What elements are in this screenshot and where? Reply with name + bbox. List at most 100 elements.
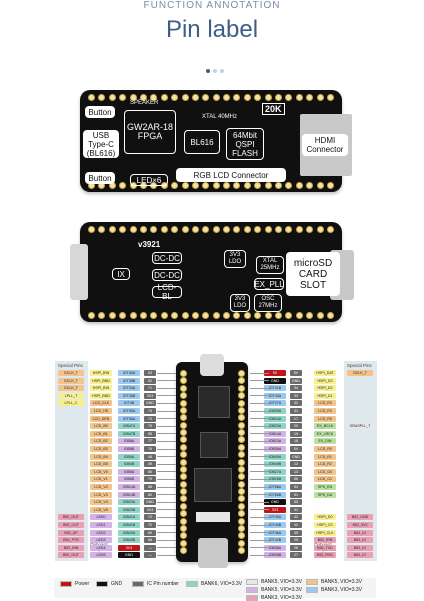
pin-number-label: 25 [290, 537, 302, 544]
legend-swatch [306, 587, 318, 593]
module-pin [238, 473, 245, 481]
pin-name-label: IOT35A [118, 408, 140, 414]
pin-number-label: 27 [290, 552, 302, 559]
header-pin [295, 94, 303, 101]
module-pin [180, 458, 187, 466]
module-pin [238, 539, 245, 547]
pin-name-label: IOB14A [264, 430, 286, 437]
pin-function-label: LCD_B3 [90, 446, 112, 452]
module-pin [180, 436, 187, 444]
pin-leader-line [250, 395, 269, 397]
header-pin [181, 226, 189, 233]
header-pin [243, 182, 251, 189]
legend-label: BANK6, VIO=3.3V [201, 581, 242, 587]
header-pin [306, 312, 314, 319]
pin-number-label: 17 [290, 415, 302, 422]
special-pin-label: B52_IO [347, 537, 373, 544]
button-bottom-label: Button [85, 172, 115, 184]
pin-function-label: LCD_HS [90, 408, 112, 414]
carousel-dot-1[interactable] [206, 69, 210, 73]
header-pin [150, 312, 158, 319]
pin-number-label: 48 [144, 453, 156, 460]
pin-function-label: HSPI_D3 [314, 377, 336, 384]
header-pin [233, 226, 241, 233]
module-pin [238, 510, 245, 518]
pin-leader-line [157, 516, 176, 518]
header-pin [223, 312, 231, 319]
header-pin [139, 312, 147, 319]
legend-item: BANK3, VIO=3.3V [246, 595, 302, 601]
pin-name-label: IOT34A [118, 385, 140, 392]
pin-function-label: LCD_R2 [314, 461, 336, 468]
pin-function-label: B52_TXD [314, 544, 336, 551]
pin-name-label: IOB28A [264, 408, 286, 414]
module-pin [180, 547, 187, 554]
legend-label: GND [111, 581, 123, 587]
header-pin [254, 226, 262, 233]
pin-function-label: SPK_DA [314, 491, 336, 498]
pin-number-label: 35 [290, 529, 302, 536]
module-pin [238, 399, 245, 407]
legend-item: GND [96, 581, 122, 587]
header-pin [233, 94, 241, 101]
pin-leader-line [157, 509, 176, 511]
pin-leader-line [250, 410, 269, 412]
pin-leader-line [157, 554, 176, 556]
carousel-dot-3[interactable] [220, 69, 224, 73]
pin-name-label: IOB4B [118, 461, 140, 468]
pin-number-label: 5V [290, 446, 302, 452]
header-pin [326, 182, 334, 189]
pin-number-label: 31 [290, 408, 302, 414]
module-pin [238, 451, 245, 459]
pin-name-label: IOB43A [118, 529, 140, 536]
pin-number-label: 41 [290, 506, 302, 513]
module-pin [238, 421, 245, 429]
pin-function-label: LCD_R4 [314, 408, 336, 414]
header-pin [275, 226, 283, 233]
pin-function-label: LED5 [90, 552, 112, 559]
header-pin [316, 182, 324, 189]
hdmi-connector-label: HDMI Connector [302, 134, 348, 156]
pin-function-label: HSPI_BND [90, 392, 112, 399]
pin-number-label: 86 [144, 468, 156, 475]
special-pin-label: GRASPLL_T [347, 423, 373, 430]
ldo-label-1: 3V3 LDO [224, 250, 246, 268]
legend-swatch [246, 587, 258, 593]
module-pins-left [180, 370, 187, 554]
pin-function-label: HSPI_BND [90, 377, 112, 384]
xtal-label: XTAL 40MHz [202, 114, 238, 120]
pin-number-label: 32 [290, 400, 302, 407]
legend-label: BANK5, VIO=3.3V [321, 579, 362, 585]
usb-typec-port [200, 354, 224, 376]
pin-number-label: 49 [144, 461, 156, 468]
pin-name-label: IOB14B [118, 491, 140, 498]
header-pin [129, 312, 137, 319]
pin-leader-line [157, 494, 176, 496]
pin-number-label: 40 [290, 522, 302, 528]
pin-function-label: LED4 [90, 544, 112, 551]
carousel-dot-2[interactable] [213, 69, 217, 73]
header-pin [212, 226, 220, 233]
page-subtitle: FUNCTION ANNOTATION [143, 0, 281, 11]
pin-function-label [314, 499, 336, 506]
pin-function-label: LCD_CLK [90, 400, 112, 407]
pin-leader-line [157, 402, 176, 404]
module-pin [238, 502, 245, 510]
pin-number-label: — [144, 544, 156, 551]
pin-name-label: IOB47B [118, 430, 140, 437]
usb-port [70, 244, 88, 300]
legend-item: IC Pin number [132, 581, 179, 587]
board-bottom-image: v3921 DC-DC DC-DC LCD-BL 3V3 LDO XTAL 25… [70, 222, 354, 322]
header-pin [171, 226, 179, 233]
header-pin [202, 94, 210, 101]
header-pin [275, 182, 283, 189]
module-pin [180, 517, 187, 525]
special-pin-label: GCLK_T [58, 370, 84, 376]
pin-name-label: IOB38A [264, 544, 286, 551]
header-pin [254, 94, 262, 101]
pin-function-label: EX_LRCK [314, 430, 336, 437]
carousel-indicator[interactable] [206, 60, 227, 78]
pin-name-label: IOB14A [118, 484, 140, 490]
pin-name-label: IOB24A [264, 415, 286, 422]
module-pin [180, 532, 187, 540]
